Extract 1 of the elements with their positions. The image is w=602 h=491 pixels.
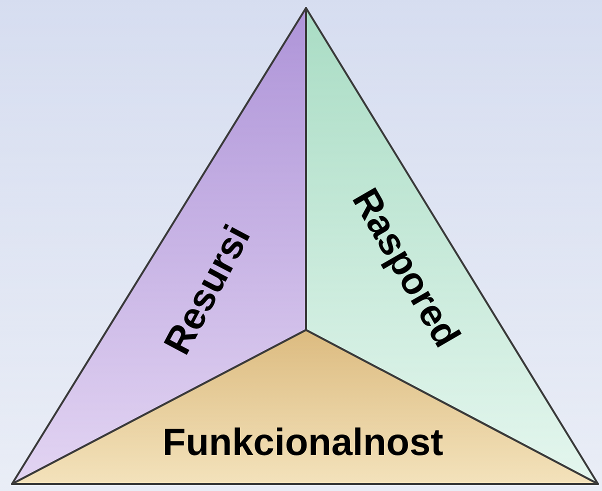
segment-label: Funkcionalnost xyxy=(162,424,444,462)
